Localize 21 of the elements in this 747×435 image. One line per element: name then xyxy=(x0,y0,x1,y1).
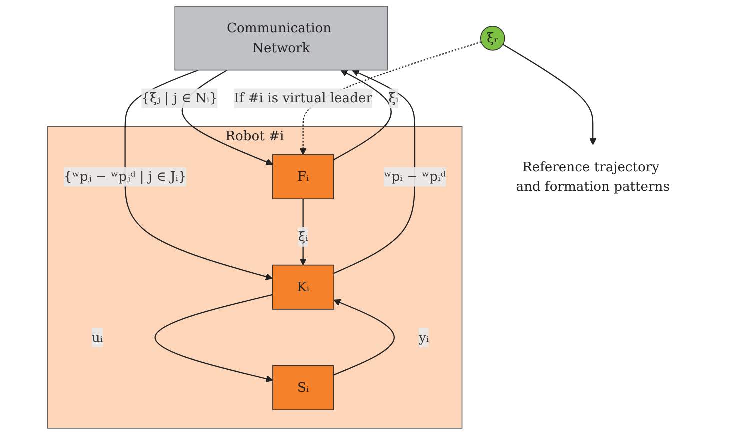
node-box: Fᵢ xyxy=(272,154,334,200)
node-box: Sᵢ xyxy=(272,365,334,410)
node-box: Kᵢ xyxy=(272,264,334,310)
arrow xyxy=(333,299,396,376)
edge-label: {ʷpⱼ − ʷpⱼᵈ | j ∈ Jᵢ} xyxy=(64,168,187,184)
arrow xyxy=(300,199,307,266)
edge-label: yᵢ xyxy=(418,330,430,346)
node-circle: ξᵣ xyxy=(480,26,506,51)
arrow xyxy=(334,70,416,274)
arrow xyxy=(154,294,274,383)
edge-label: uᵢ xyxy=(92,330,103,346)
edge-label: {ξⱼ | j ∈ Nᵢ} xyxy=(142,90,218,106)
edge-label: ξᵢ xyxy=(298,228,308,244)
edge-label: ʷpᵢ − ʷpᵢᵈ xyxy=(384,168,446,184)
node-box: Communication Network xyxy=(174,6,388,71)
arrow xyxy=(502,44,597,146)
arrow xyxy=(300,42,482,156)
edge-label: If #i is virtual leader xyxy=(234,90,372,106)
arrow xyxy=(333,70,392,161)
node-text: Reference trajectory and formation patterns xyxy=(516,159,670,194)
edge-label: ξᵢ xyxy=(388,90,399,106)
